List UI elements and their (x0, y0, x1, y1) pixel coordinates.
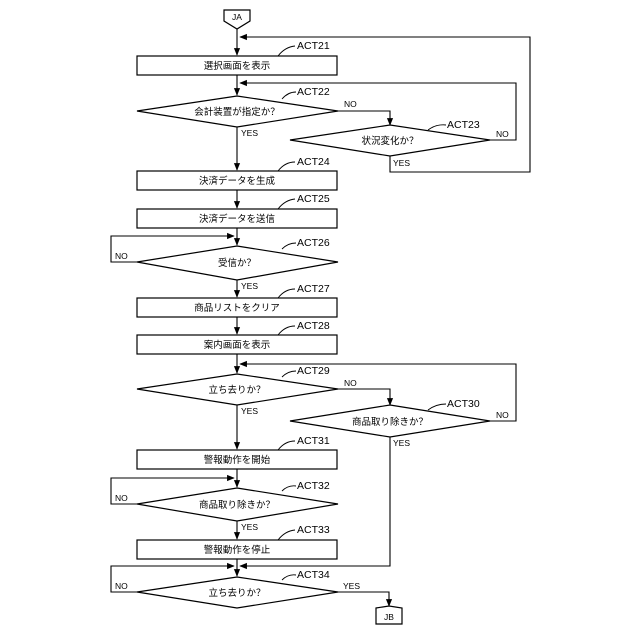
terminal-jb: JB (376, 606, 402, 624)
decision-act30-text: 商品取り除きか？ (352, 416, 428, 428)
step-act33-text: 警報動作を停止 (204, 544, 271, 556)
act33-id: ACT33 (297, 524, 330, 536)
decision-act22: 会計装置が指定か？ (137, 96, 338, 127)
act29-id: ACT29 (297, 365, 330, 377)
decision-act29: 立ち去りか？ (137, 374, 338, 405)
terminal-ja-label: JA (232, 12, 242, 22)
act26-no-label: NO (115, 251, 128, 261)
step-act27: 商品リストをクリア (137, 298, 337, 317)
act22-yes-label: YES (241, 128, 258, 138)
act29-no-label: NO (344, 378, 357, 388)
terminal-jb-label: JB (384, 612, 394, 622)
decision-act34-text: 立ち去りか？ (208, 587, 265, 599)
step-act27-text: 商品リストをクリア (194, 302, 280, 314)
act26-id: ACT26 (297, 237, 330, 249)
act23-id: ACT23 (447, 119, 480, 131)
decision-act29-text: 立ち去りか？ (208, 384, 265, 396)
terminal-ja: JA (224, 10, 250, 29)
act21-id: ACT21 (297, 40, 330, 52)
act23-yes-label: YES (393, 158, 410, 168)
step-act21-text: 選択画面を表示 (204, 60, 271, 72)
act30-no-label: NO (496, 410, 509, 420)
step-act28: 案内画面を表示 (137, 335, 337, 354)
act22-id: ACT22 (297, 86, 330, 98)
decision-act26: 受信か？ (137, 246, 338, 280)
step-act24-text: 決済データを生成 (199, 175, 276, 187)
act34-yes-label: YES (343, 581, 360, 591)
step-act31: 警報動作を開始 (137, 450, 337, 469)
step-act24: 決済データを生成 (137, 171, 337, 190)
decision-act32: 商品取り除きか？ (137, 488, 338, 521)
act27-id: ACT27 (297, 283, 330, 295)
decision-act26-text: 受信か？ (218, 257, 256, 269)
step-act25-text: 決済データを送信 (199, 213, 275, 225)
decision-act23-text: 状況変化か？ (361, 135, 418, 147)
act24-id: ACT24 (297, 156, 330, 168)
act23-no-label: NO (496, 129, 509, 139)
act32-yes-label: YES (241, 522, 258, 532)
decision-act32-text: 商品取り除きか？ (199, 499, 275, 511)
act32-no-label: NO (115, 493, 128, 503)
step-act31-text: 警報動作を開始 (204, 454, 271, 466)
act30-id: ACT30 (447, 398, 480, 410)
act30-yes-label: YES (393, 438, 410, 448)
act29-yes-label: YES (241, 406, 258, 416)
decision-act22-text: 会計装置が指定か？ (194, 106, 280, 118)
step-act33: 警報動作を停止 (137, 540, 337, 559)
step-act25: 決済データを送信 (137, 209, 337, 228)
act31-id: ACT31 (297, 435, 330, 447)
act32-id: ACT32 (297, 480, 330, 492)
step-act28-text: 案内画面を表示 (204, 339, 271, 351)
step-act21: 選択画面を表示 (137, 56, 337, 75)
act22-no-label: NO (344, 99, 357, 109)
act34-id: ACT34 (297, 569, 330, 581)
act25-id: ACT25 (297, 193, 330, 205)
act26-yes-label: YES (241, 281, 258, 291)
act28-id: ACT28 (297, 320, 330, 332)
decision-act34: 立ち去りか？ (137, 577, 338, 608)
act34-no-label: NO (115, 581, 128, 591)
